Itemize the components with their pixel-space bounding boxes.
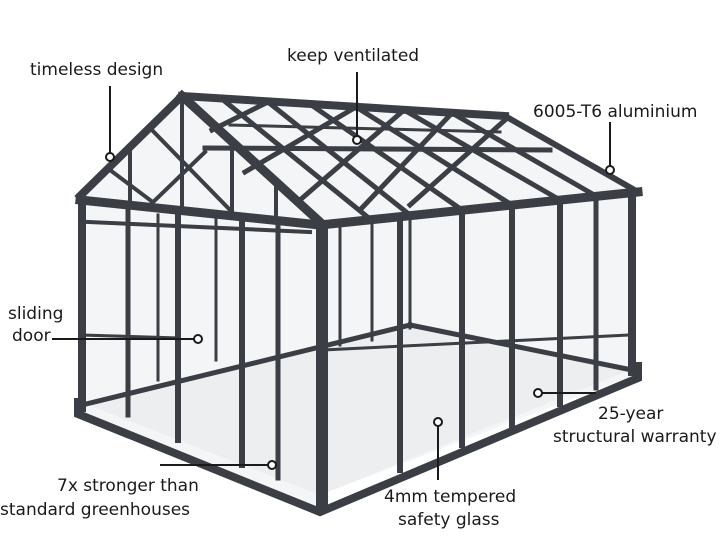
warranty-label-line-1: 25-year — [598, 404, 664, 424]
floor — [88, 325, 630, 495]
sliding-door-label-line-2: door — [12, 326, 51, 346]
aluminium-label: 6005-T6 aluminium — [533, 102, 698, 122]
timeless-design-label: timeless design — [30, 60, 164, 80]
sliding-door-label-line-1: sliding — [8, 304, 64, 324]
warranty-label-line-2: structural warranty — [553, 427, 717, 447]
keep-ventilated-label: keep ventilated — [287, 46, 420, 66]
stronger-label-line-1: 7x stronger than — [57, 476, 199, 496]
stronger-label-line-2: standard greenhouses — [0, 500, 191, 520]
callout-lines — [52, 72, 615, 480]
glass-label-line-1: 4mm tempered — [384, 487, 517, 507]
glass-label-line-2: safety glass — [398, 510, 500, 530]
frame — [74, 89, 643, 517]
